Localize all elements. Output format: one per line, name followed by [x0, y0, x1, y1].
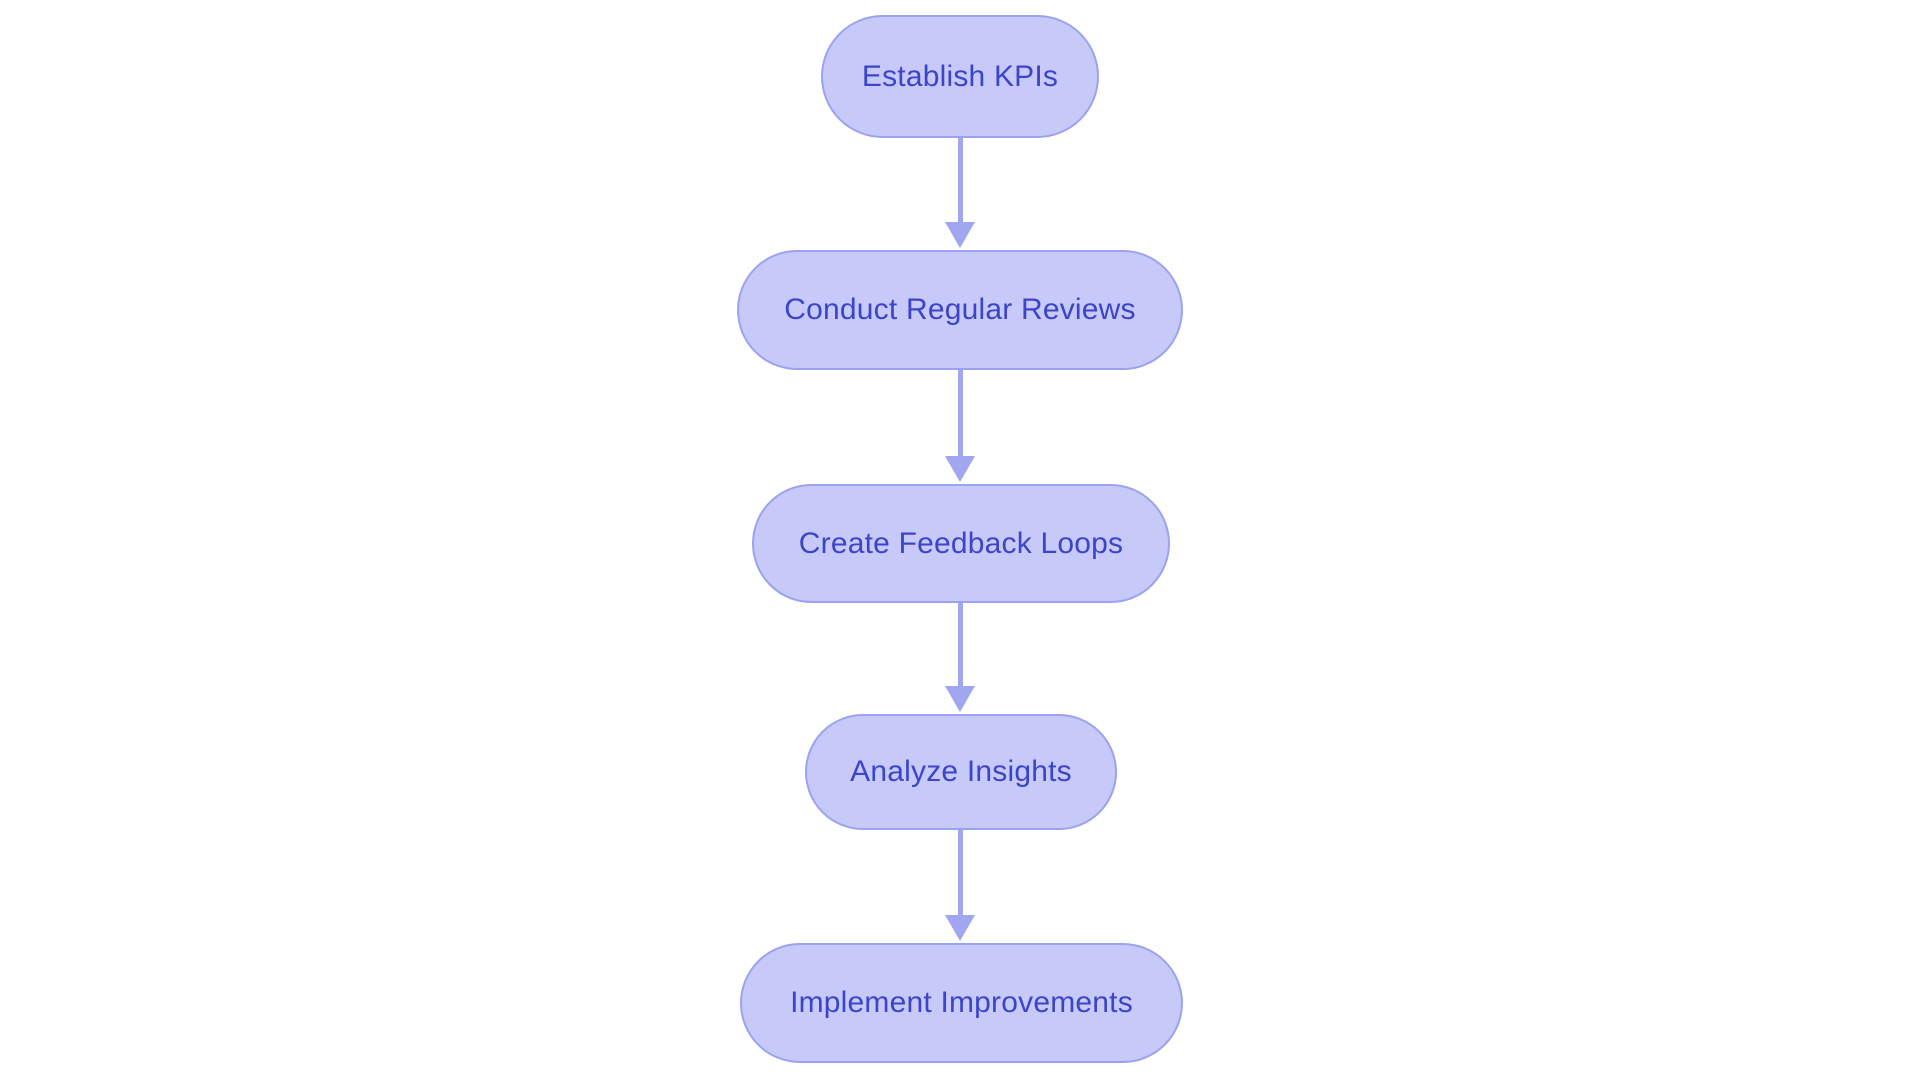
arrow-stem [957, 830, 963, 915]
flow-arrow-3 [945, 603, 975, 712]
flow-node-establish-kpis: Establish KPIs [821, 15, 1099, 138]
flow-node-label: Establish KPIs [861, 59, 1059, 93]
flow-arrow-2 [945, 370, 975, 482]
arrow-stem [957, 603, 963, 686]
flow-node-label: Implement Improvements [790, 986, 1133, 1019]
flow-node-label: Analyze Insights [850, 755, 1072, 788]
arrow-head-icon [945, 915, 975, 941]
flow-arrow-1 [945, 138, 975, 248]
flow-node-label: Create Feedback Loops [798, 526, 1124, 560]
arrow-stem [957, 138, 963, 222]
flow-node-analyze-insights: Analyze Insights [805, 714, 1117, 830]
arrow-head-icon [945, 686, 975, 712]
arrow-head-icon [945, 222, 975, 248]
flow-arrow-4 [945, 830, 975, 941]
arrow-stem [957, 370, 963, 456]
flow-node-conduct-regular-reviews: Conduct Regular Reviews [737, 250, 1183, 370]
arrow-head-icon [945, 456, 975, 482]
flow-node-create-feedback-loops: Create Feedback Loops [752, 484, 1170, 603]
flow-node-implement-improvements: Implement Improvements [740, 943, 1183, 1063]
flow-node-label: Conduct Regular Reviews [784, 293, 1136, 326]
